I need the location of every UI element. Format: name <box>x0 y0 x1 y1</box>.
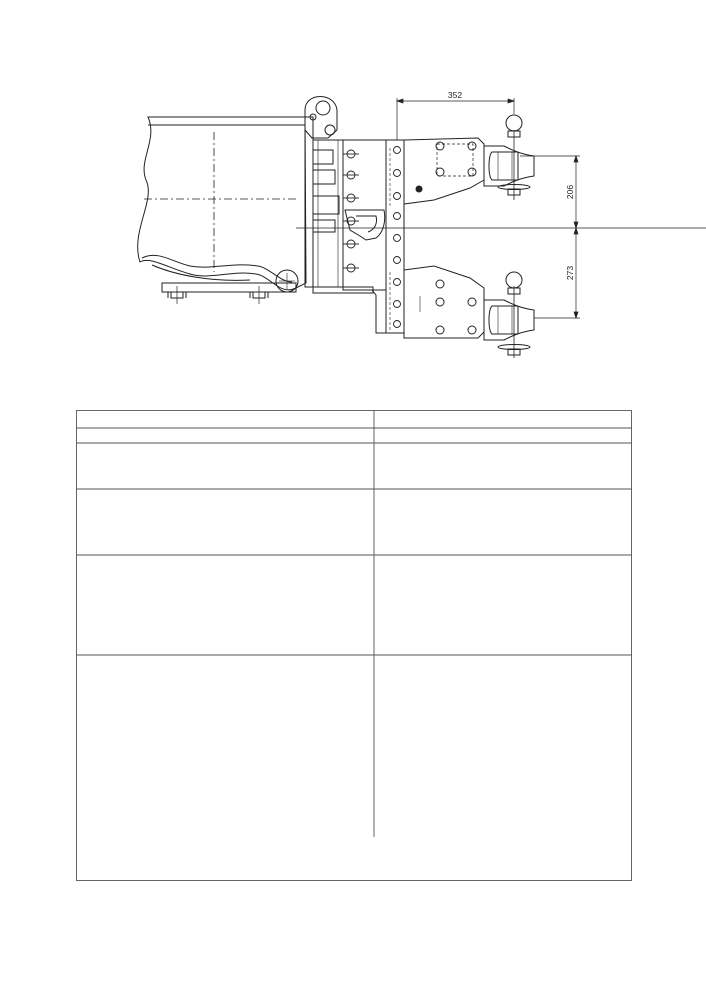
dimension-206 <box>520 154 580 230</box>
center-hook <box>344 209 386 241</box>
lower-clevis <box>483 271 535 358</box>
mounting-frame <box>304 116 405 334</box>
dimension-352 <box>395 98 516 140</box>
base-flange <box>161 282 297 304</box>
upper-bracket <box>403 137 485 205</box>
rail-bolts <box>393 146 401 328</box>
dimension-352-label: 352 <box>448 90 462 100</box>
dimension-273 <box>534 226 580 320</box>
flange-bolts <box>343 149 359 273</box>
bottom-lug <box>275 269 299 293</box>
technical-drawing: 352 206 273 <box>137 90 706 358</box>
dimension-206-label: 206 <box>565 185 575 199</box>
housing-body <box>137 116 307 291</box>
lower-bracket <box>403 265 485 339</box>
specification-table <box>76 410 632 881</box>
upper-clevis <box>483 114 535 200</box>
table-border <box>76 410 632 881</box>
dimension-273-label: 273 <box>565 266 575 280</box>
flange-blocks <box>296 149 706 233</box>
